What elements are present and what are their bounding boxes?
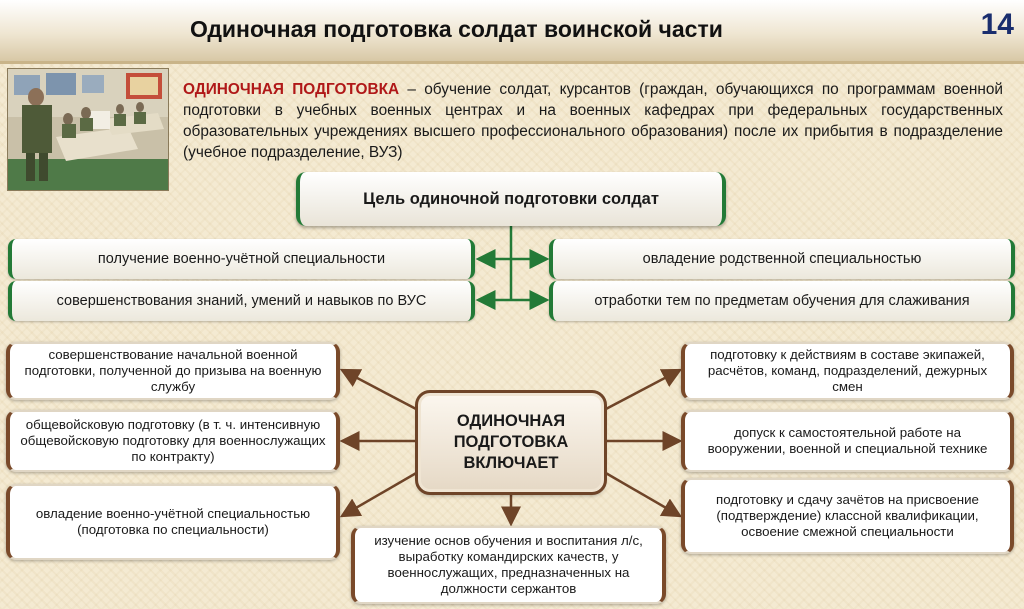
definition-term: ОДИНОЧНАЯ ПОДГОТОВКА — [183, 81, 400, 98]
includes-right-crews: подготовку к действиям в составе экипаже… — [681, 342, 1014, 400]
includes-bottom-sergeants: изучение основ обучения и воспитания л/с… — [351, 526, 666, 604]
definition-paragraph: ОДИНОЧНАЯ ПОДГОТОВКА – обучение солдат, … — [183, 79, 1003, 163]
title-bar: Одиночная подготовка солдат воинской час… — [0, 0, 1024, 64]
definition-text: – обучение солдат, курсантов (граждан, о… — [183, 81, 1003, 161]
goal-item-specialty: получение военно-учётной специальности — [8, 239, 475, 279]
goal-item-skills: совершенствования знаний, умений и навык… — [8, 281, 475, 321]
includes-left-combined-arms: общевойсковую подготовку (в т. ч. интенс… — [6, 410, 340, 472]
classroom-photo — [7, 68, 169, 191]
includes-left-specialty: овладение военно-учётной специальностью … — [6, 484, 340, 560]
includes-center-box: ОДИНОЧНАЯ ПОДГОТОВКА ВКЛЮЧАЕТ — [415, 390, 607, 495]
includes-center-label: ОДИНОЧНАЯ ПОДГОТОВКА ВКЛЮЧАЕТ — [453, 412, 569, 472]
goal-item-coordination: отработки тем по предметам обучения для … — [549, 281, 1015, 321]
includes-right-qualification: подготовку и сдачу зачётов на присвоение… — [681, 478, 1014, 554]
goal-item-related-specialty: овладение родственной специальностью — [549, 239, 1015, 279]
goal-title-box: Цель одиночной подготовки солдат — [296, 172, 726, 226]
includes-left-initial-training: совершенствование начальной военной подг… — [6, 342, 340, 400]
includes-right-equipment: допуск к самостоятельной работе на воору… — [681, 410, 1014, 472]
page-number: 14 — [980, 8, 1014, 41]
page-title: Одиночная подготовка солдат воинской час… — [190, 16, 723, 42]
